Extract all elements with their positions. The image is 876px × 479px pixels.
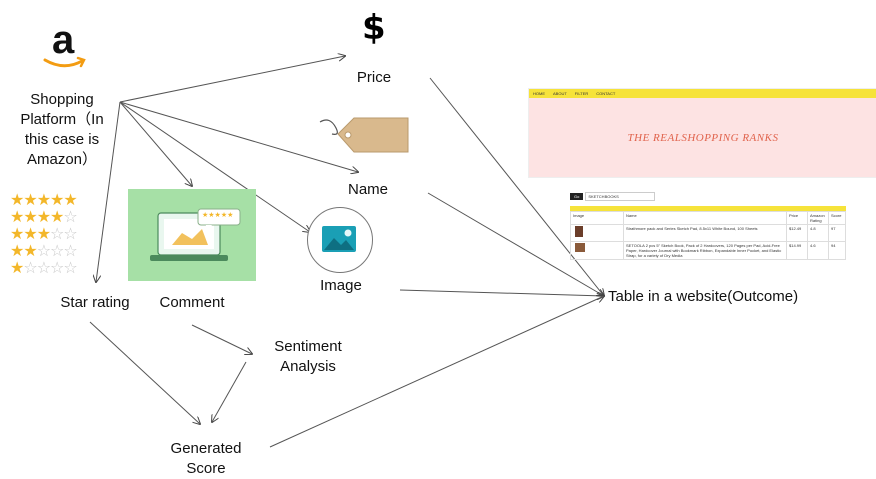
- arrow-price-outcome: [429, 77, 604, 296]
- arrow-platform-image: [119, 101, 310, 232]
- image-label: Image: [320, 277, 362, 294]
- amazon-smile-icon: [43, 56, 86, 68]
- th-score: Score: [828, 211, 846, 225]
- outcome-label: Table in a website(Outcome): [608, 288, 799, 305]
- platform-label: Shopping Platform（In this case is Amazon…: [20, 91, 104, 168]
- table-cell-rating: 4.6: [807, 241, 829, 260]
- search-button: Go: [570, 193, 584, 200]
- stars-row-1: ★☆☆☆☆: [10, 258, 78, 277]
- price-label: Price: [356, 69, 392, 86]
- comment-bubble-stars: ★★★★★: [202, 211, 234, 219]
- results-table: Image Name Price Amazon Rating Score Str…: [570, 211, 846, 260]
- table-cell-price: $14.99: [786, 241, 808, 260]
- name-label: Name: [347, 181, 388, 198]
- website-table-screenshot: Go SKETCHBOOKS Image Name Price Amazon R…: [570, 191, 846, 263]
- sentiment-label: Sentiment Analysis: [274, 338, 342, 375]
- arrow-platform-name: [119, 101, 358, 172]
- site-banner: THE REALSHOPPING RANKS: [529, 98, 876, 177]
- arrow-sentiment-score: [212, 361, 247, 422]
- th-price: Price: [786, 211, 808, 225]
- table-cell-name: Strathmore pack and Series Sketch Pad, 8…: [623, 224, 787, 242]
- stars-row-3: ★★★☆☆: [10, 224, 78, 243]
- book-thumbnail-icon: [575, 226, 583, 237]
- arrow-platform-star: [96, 101, 121, 282]
- star-rating-label: Star rating: [60, 294, 130, 311]
- table-cell-score: 94: [828, 241, 846, 260]
- book-thumbnail-icon: [575, 243, 585, 252]
- stars-row-5: ★★★★★: [10, 190, 78, 209]
- generated-score-label: Generated Score: [170, 440, 242, 477]
- search-row: Go SKETCHBOOKS: [570, 191, 846, 202]
- nav-filter: FILTER: [574, 91, 589, 96]
- arrow-platform-comment: [119, 101, 192, 186]
- th-image: Image: [570, 211, 624, 225]
- arrow-platform-price: [119, 56, 345, 103]
- dollar-icon: $: [362, 8, 386, 48]
- table-cell-rating: 4.8: [807, 224, 829, 242]
- arrow-image-outcome: [399, 289, 604, 296]
- table-cell-image: [570, 241, 624, 260]
- table-header-row: Image Name Price Amazon Rating Score: [570, 211, 846, 225]
- arrow-score-outcome: [269, 296, 604, 448]
- arrow-star-score: [89, 321, 200, 424]
- th-name: Name: [623, 211, 787, 225]
- nav-contact: CONTACT: [596, 91, 616, 96]
- table-yellow-strip: [570, 206, 846, 211]
- nav-about: ABOUT: [553, 91, 567, 96]
- stars-row-4: ★★★★☆: [10, 207, 78, 226]
- amazon-letter: a: [52, 18, 75, 62]
- table-row: SETOOLA 2 pcs 5" Sketch Book, Pack of 2 …: [570, 241, 846, 260]
- laptop-review-icon: [128, 189, 256, 281]
- star-rating-graphic: ★★★★★ ★★★★☆ ★★★☆☆ ★★☆☆☆ ★☆☆☆☆: [10, 191, 100, 276]
- price-tag-icon: [319, 117, 409, 153]
- table-cell-score: 97: [828, 224, 846, 242]
- arrow-comment-sentiment: [191, 324, 252, 354]
- website-banner-screenshot: HOME ABOUT FILTER CONTACT THE REALSHOPPI…: [528, 88, 876, 178]
- image-icon: [307, 207, 373, 273]
- amazon-logo-icon: a: [40, 20, 92, 70]
- search-input: SKETCHBOOKS: [585, 192, 656, 201]
- comment-illustration: ★★★★★: [128, 189, 256, 281]
- stars-row-2: ★★☆☆☆: [10, 241, 78, 260]
- picture-glyph-icon: [322, 226, 356, 252]
- nav-home: HOME: [533, 91, 545, 96]
- arrow-name-outcome: [427, 192, 604, 296]
- table-cell-image: [570, 224, 624, 242]
- th-rating: Amazon Rating: [807, 211, 829, 225]
- banner-title: THE REALSHOPPING RANKS: [627, 131, 779, 144]
- comment-label: Comment: [159, 294, 225, 311]
- table-cell-price: $12.49: [786, 224, 808, 242]
- site-nav-bar: HOME ABOUT FILTER CONTACT: [529, 89, 876, 98]
- table-cell-name: SETOOLA 2 pcs 5" Sketch Book, Pack of 2 …: [623, 241, 787, 260]
- table-row: Strathmore pack and Series Sketch Pad, 8…: [570, 224, 846, 242]
